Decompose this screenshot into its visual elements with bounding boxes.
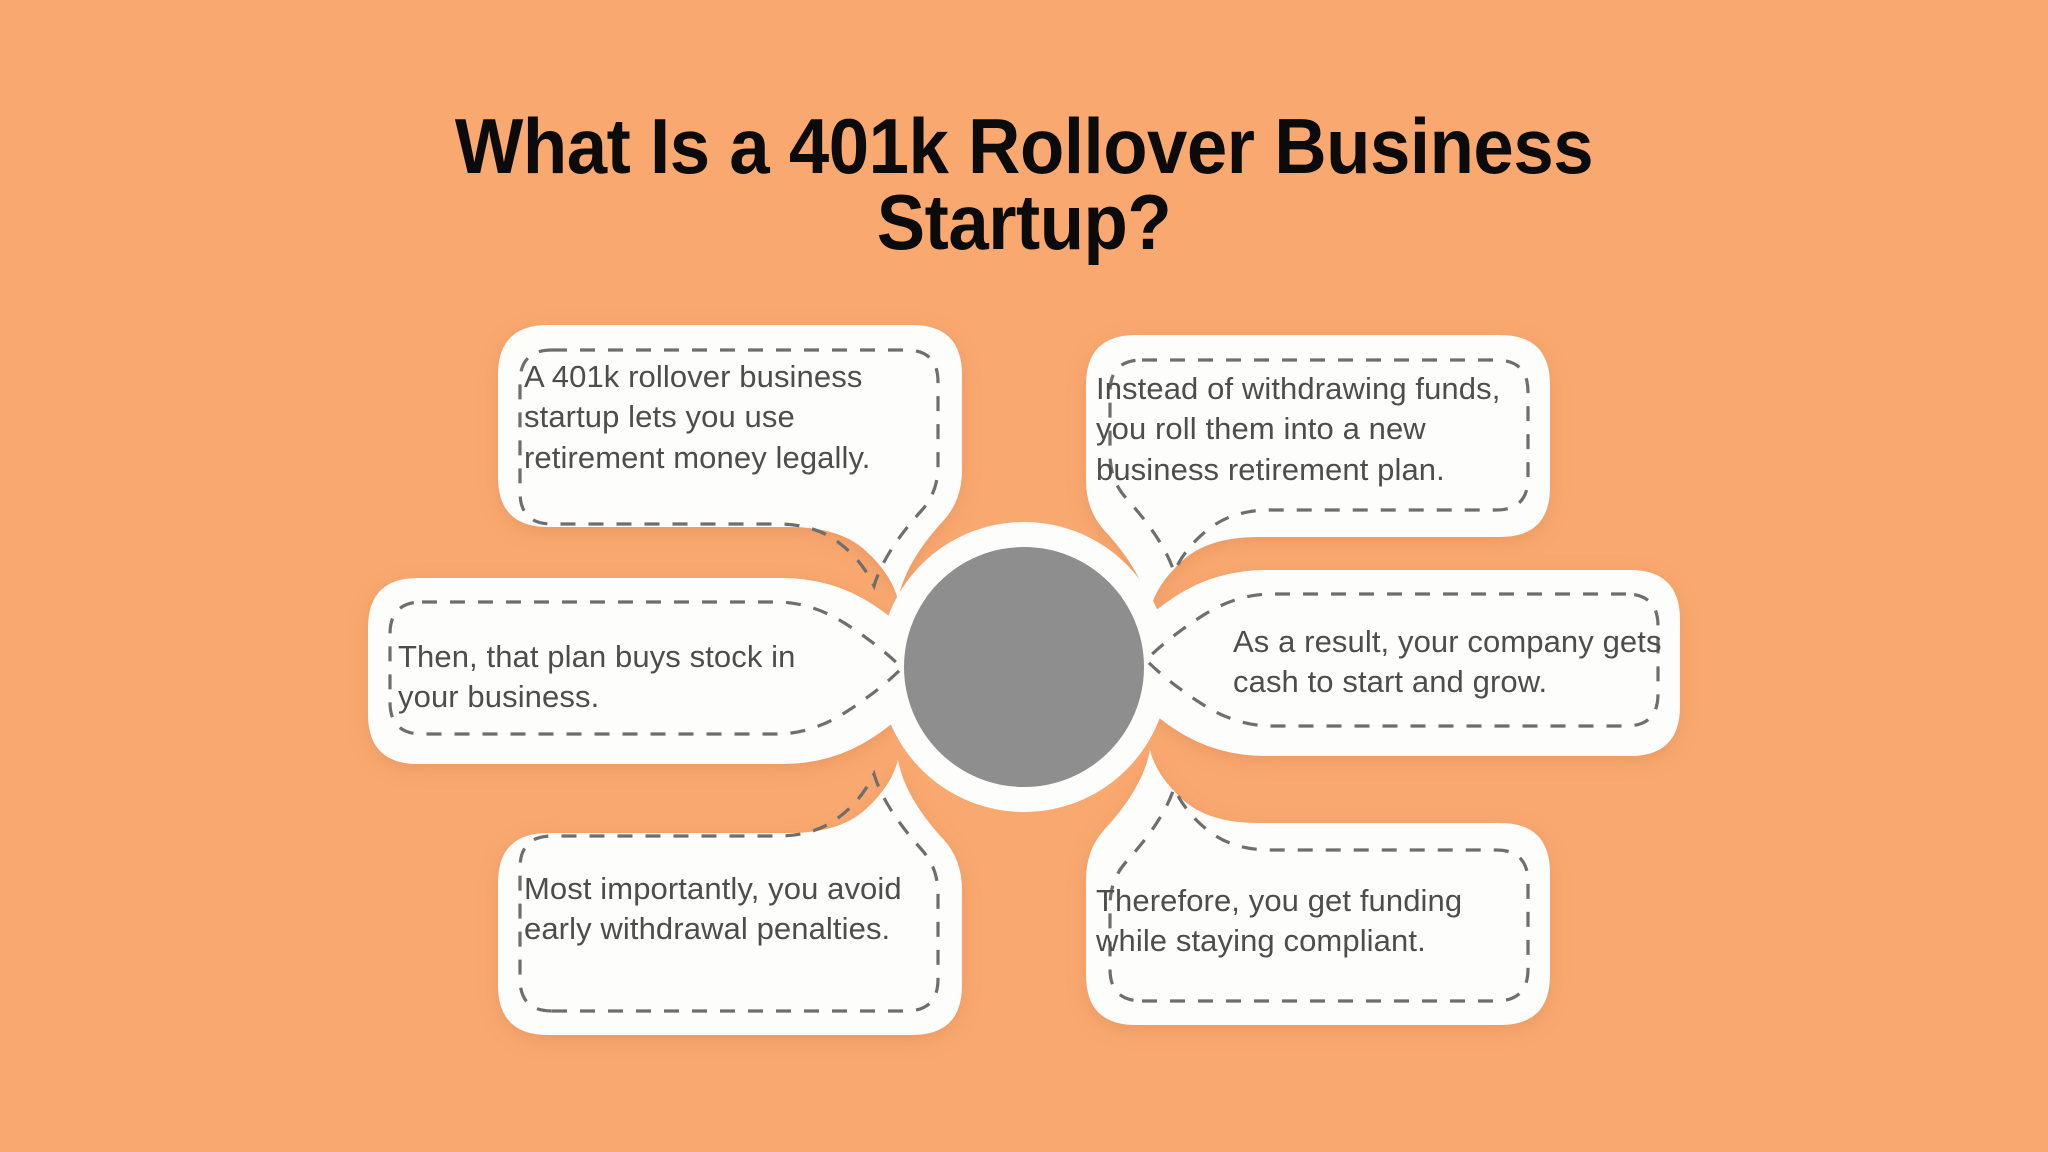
dash-bottom-left <box>518 769 940 1013</box>
dash-top-left <box>518 348 940 591</box>
petal-bottom-left[interactable] <box>498 760 962 1035</box>
card-text-middle-left: Then, that plan buys stock in your busin… <box>398 639 796 715</box>
dash-top-right <box>1108 358 1530 577</box>
dashed-outlines-group <box>388 348 1660 1013</box>
card-text-top-right: Instead of withdrawing funds, you roll t… <box>1096 371 1501 487</box>
dash-bottom-right <box>1108 783 1530 1003</box>
card-text-bottom-right: Therefore, you get funding while staying… <box>1096 883 1463 959</box>
petal-middle-left[interactable] <box>368 578 934 764</box>
dash-middle-left <box>388 600 905 736</box>
card-text-middle-right: As a result, your company gets cash to s… <box>1233 624 1662 700</box>
petal-top-right[interactable] <box>1086 335 1550 610</box>
dash-middle-right <box>1143 592 1660 728</box>
card-text-top-left: A 401k rollover business startup lets yo… <box>524 359 871 475</box>
petal-middle-right[interactable] <box>1114 570 1680 756</box>
center-circle[interactable] <box>904 547 1144 787</box>
card-text-bottom-left: Most importantly, you avoid early withdr… <box>524 871 902 947</box>
petal-top-left[interactable] <box>498 325 962 600</box>
petal-shapes-group <box>368 325 1680 1035</box>
petal-bottom-right[interactable] <box>1086 750 1550 1025</box>
